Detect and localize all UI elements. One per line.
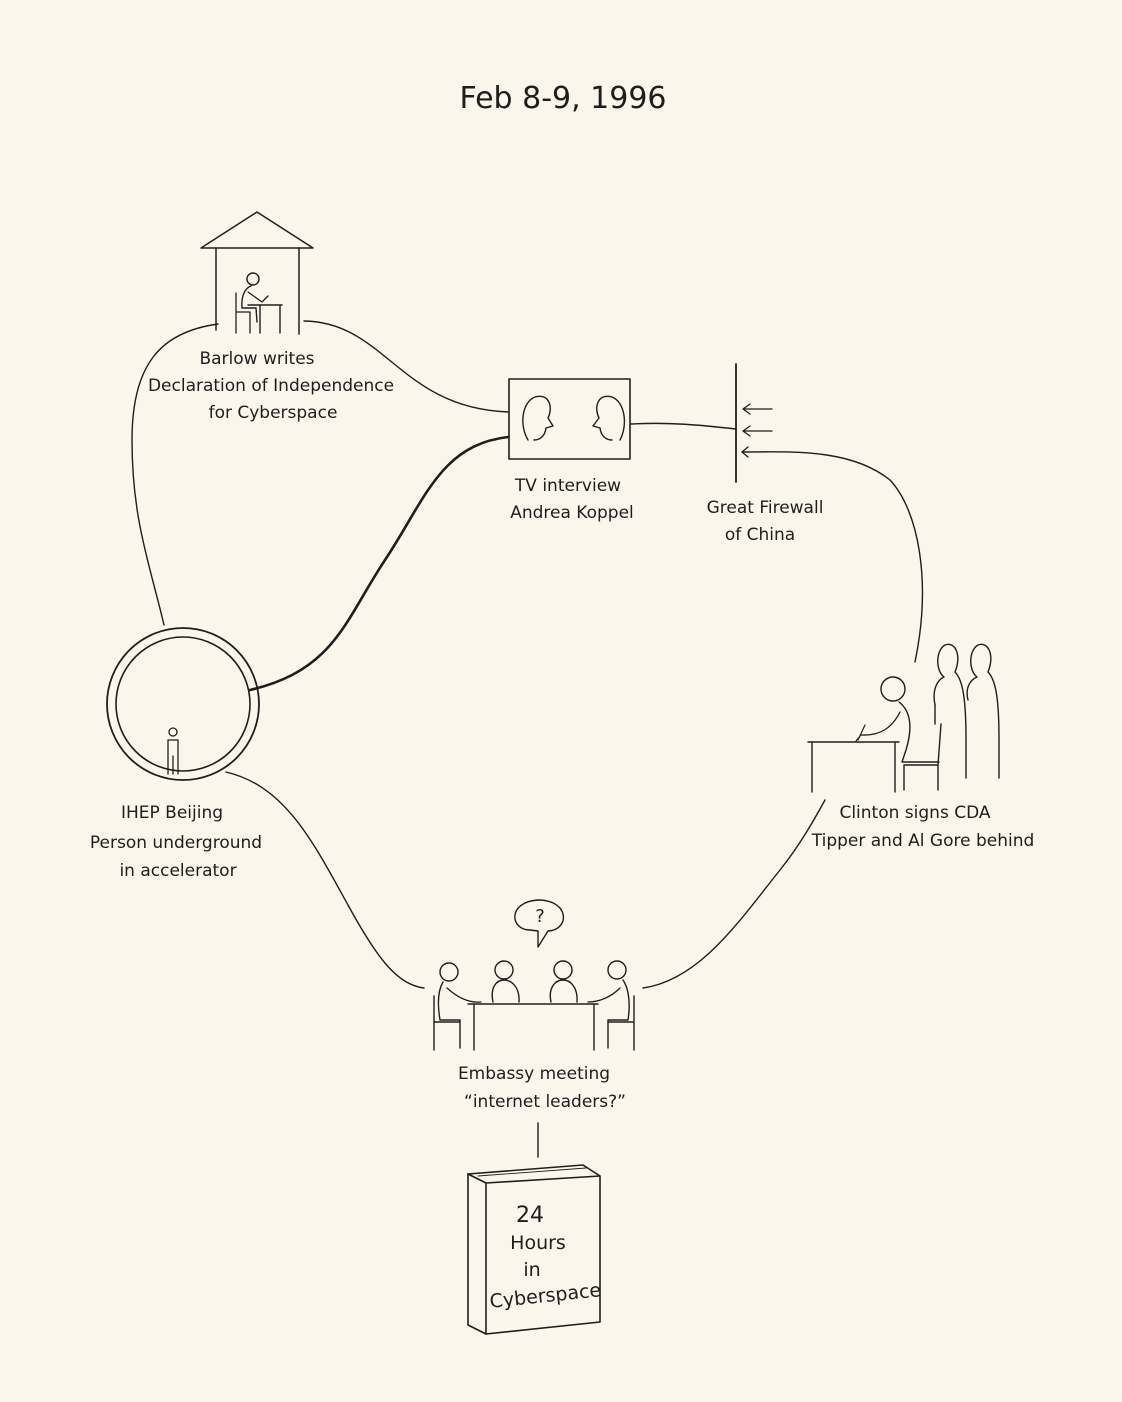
connector-ihep-to-tv bbox=[248, 435, 510, 692]
svg-text:Person underground: Person underground bbox=[90, 833, 262, 853]
diagram-title: Feb 8-9, 1996 bbox=[459, 81, 666, 116]
svg-text:24: 24 bbox=[516, 1203, 544, 1228]
clinton-label: Clinton signs CDA Tipper and Al Gore beh… bbox=[811, 803, 1035, 851]
book-icon bbox=[467, 1164, 601, 1335]
svg-text:“internet leaders?”: “internet leaders?” bbox=[464, 1092, 626, 1112]
barlow-house-icon bbox=[200, 211, 314, 335]
svg-text:Clinton signs CDA: Clinton signs CDA bbox=[839, 803, 990, 823]
svg-text:Embassy meeting: Embassy meeting bbox=[458, 1064, 610, 1084]
svg-text:Tipper and Al Gore behind: Tipper and Al Gore behind bbox=[811, 831, 1035, 851]
meeting-table-icon: ? bbox=[433, 899, 635, 1051]
connector-barlow-to-tv bbox=[303, 320, 509, 413]
book-title: 24 Hours in Cyberspace bbox=[489, 1203, 602, 1313]
svg-text:Cyberspace: Cyberspace bbox=[489, 1279, 602, 1313]
accelerator-ring-icon bbox=[106, 627, 260, 781]
connector-embassy-to-clinton bbox=[642, 799, 826, 989]
firewall-label: Great Firewall of China bbox=[707, 498, 824, 545]
svg-text:of China: of China bbox=[725, 525, 795, 545]
embassy-label: Embassy meeting “internet leaders?” bbox=[458, 1064, 626, 1112]
firewall-icon bbox=[735, 363, 773, 483]
barlow-label: Barlow writes Declaration of Independenc… bbox=[148, 349, 394, 423]
svg-text:Andrea Koppel: Andrea Koppel bbox=[510, 503, 634, 523]
connector-lines bbox=[131, 320, 924, 1158]
connector-clinton-to-firewall bbox=[741, 451, 924, 663]
svg-text:in: in bbox=[523, 1259, 540, 1281]
tv-label: TV interview Andrea Koppel bbox=[510, 476, 634, 523]
tv-interview-icon bbox=[508, 378, 631, 460]
svg-text:IHEP Beijing: IHEP Beijing bbox=[121, 803, 223, 823]
svg-text:Hours: Hours bbox=[510, 1232, 566, 1254]
connector-barlow-to-ihep bbox=[131, 323, 219, 626]
svg-text:in accelerator: in accelerator bbox=[119, 861, 236, 881]
connector-tv-to-firewall bbox=[630, 422, 737, 430]
svg-text:Great Firewall: Great Firewall bbox=[707, 498, 824, 518]
svg-text:TV interview: TV interview bbox=[514, 476, 621, 496]
ihep-label: IHEP Beijing Person underground in accel… bbox=[90, 803, 262, 881]
svg-text:Declaration of Independence: Declaration of Independence bbox=[148, 376, 394, 396]
svg-text:Barlow writes: Barlow writes bbox=[199, 349, 314, 369]
connector-ihep-to-embassy bbox=[225, 771, 425, 989]
svg-text:for Cyberspace: for Cyberspace bbox=[209, 403, 338, 423]
signing-figures-icon bbox=[807, 643, 1000, 793]
speech-bubble-text: ? bbox=[535, 906, 545, 927]
